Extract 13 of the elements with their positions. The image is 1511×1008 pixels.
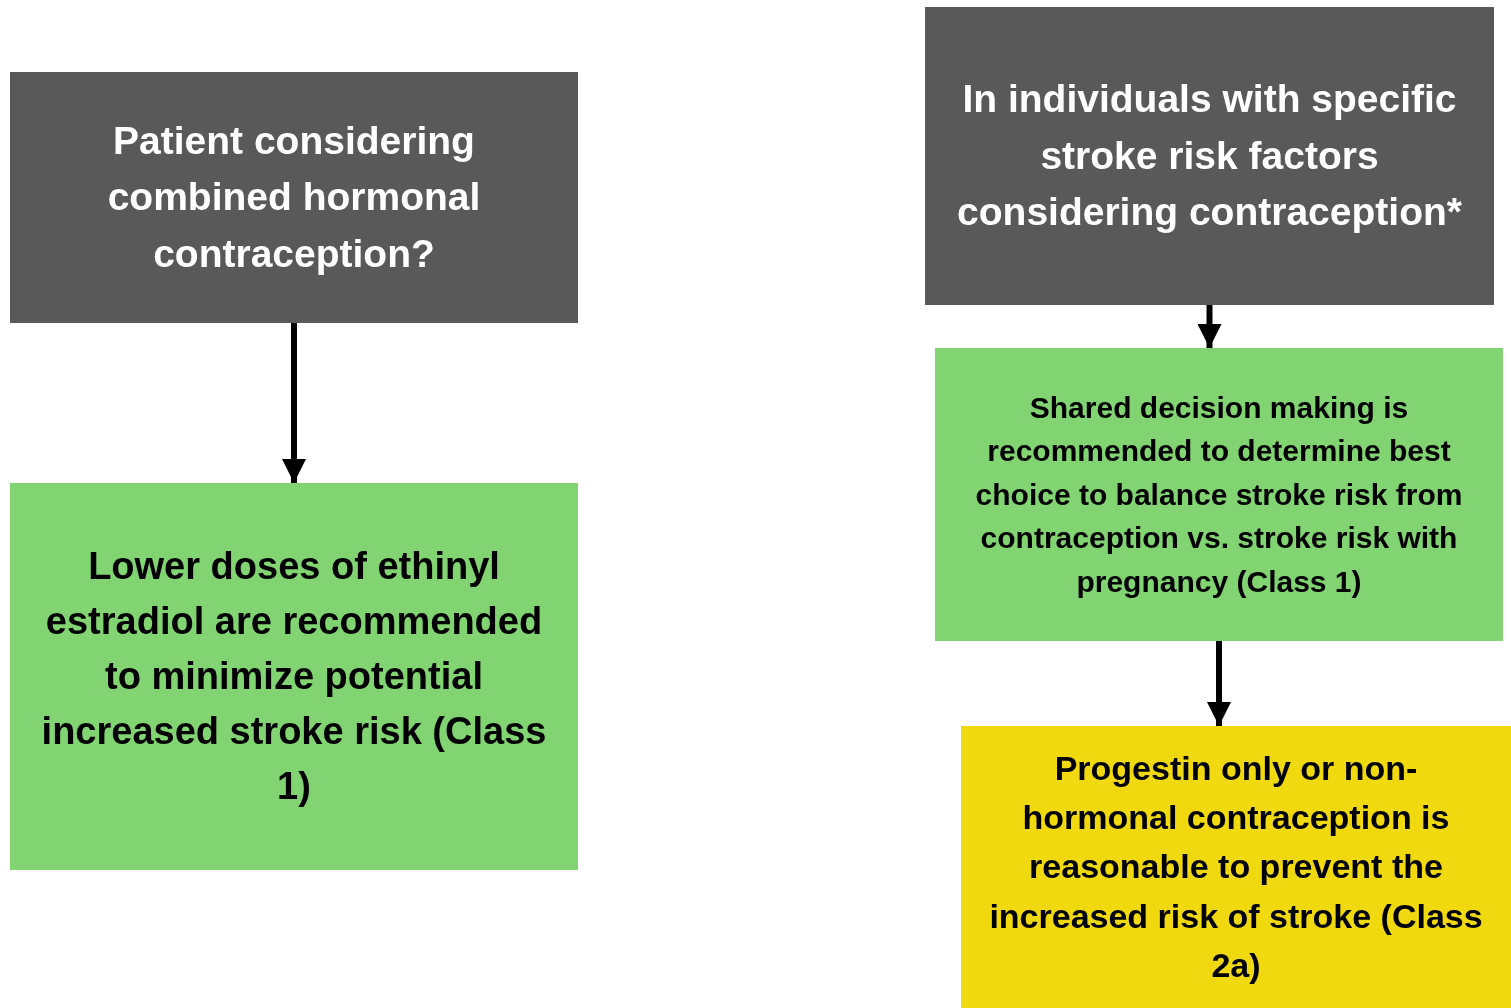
node-text: Patient considering combined hormonal contraception? bbox=[106, 117, 482, 277]
recommendation-box bbox=[10, 483, 578, 870]
condition-box bbox=[925, 7, 1494, 305]
node-text: Lower doses of ethinyl estradiol are recommended to minimize potential increased stroke risk (Class 1) bbox=[40, 543, 548, 810]
recommendation-box bbox=[935, 348, 1503, 641]
node-text: Shared decision making is recommended to determine best choice to balance stroke risk from contraception vs. stroke risk with pregnancy (Class 1) bbox=[974, 389, 1464, 600]
arrow bbox=[282, 323, 306, 483]
recommendation-box bbox=[961, 726, 1511, 1008]
node-text: In individuals with specific stroke risk factors considering contraception* bbox=[956, 76, 1463, 236]
arrow bbox=[1197, 305, 1222, 348]
question-box bbox=[10, 72, 578, 323]
arrow bbox=[1207, 641, 1231, 726]
node-text: Progestin only or non-hormonal contraception is reasonable to prevent the increased risk of stroke (Class 2a) bbox=[988, 747, 1484, 986]
